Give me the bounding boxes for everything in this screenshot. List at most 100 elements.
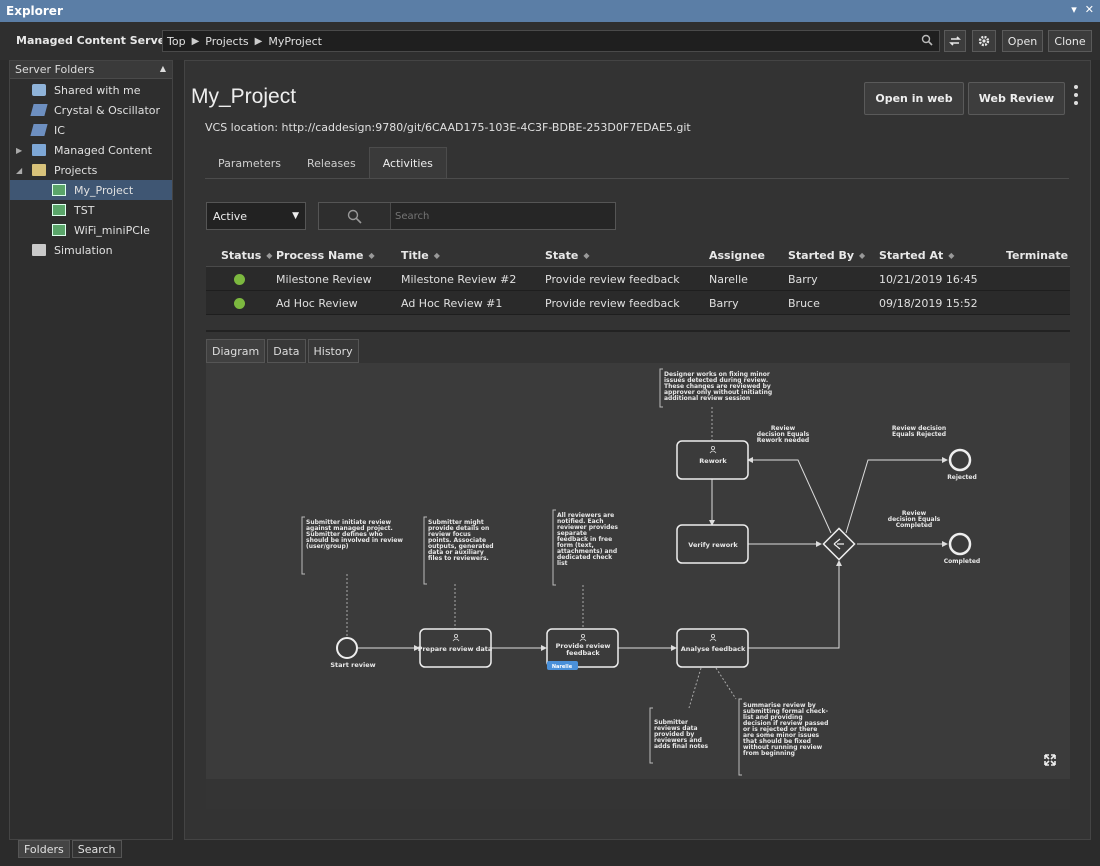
sort-icon: ◆	[948, 250, 955, 260]
project-icon	[52, 184, 66, 196]
clone-button[interactable]: Clone	[1048, 30, 1092, 52]
close-icon[interactable]: ✕	[1084, 3, 1094, 16]
open-button[interactable]: Open	[1002, 30, 1043, 52]
tree-item-ic[interactable]: IC	[10, 120, 172, 140]
svg-text:data or auxiliary: data or auxiliary	[428, 549, 484, 556]
tree-item-crystal[interactable]: Crystal & Oscillator	[10, 100, 172, 120]
cell-title: Milestone Review #2	[401, 272, 517, 286]
task-rework[interactable]	[676, 440, 749, 480]
table-row[interactable]: Ad Hoc Review Ad Hoc Review #1 Provide r…	[206, 291, 1070, 315]
component-icon	[30, 124, 48, 136]
activities-table: Status◆ Process Name◆ Title◆ State◆ Assi…	[206, 243, 1070, 315]
cell-assignee: Narelle	[709, 272, 748, 286]
svg-text:Designer works on fixing minor: Designer works on fixing minor	[664, 371, 770, 378]
tab-diagram[interactable]: Diagram	[206, 339, 266, 363]
svg-text:or is rejected or there: or is rejected or there	[743, 726, 817, 733]
tab-history[interactable]: History	[307, 339, 359, 363]
cond-rework: Review	[771, 425, 796, 432]
cond-rejected: Review decision	[892, 425, 946, 432]
svg-text:Summarise review by: Summarise review by	[743, 702, 816, 709]
tree-item-managed-content[interactable]: ▶ Managed Content	[16, 143, 152, 157]
col-started-at[interactable]: Started At◆	[879, 248, 955, 262]
tab-folders[interactable]: Folders	[18, 840, 70, 858]
badge-label: Narelle	[552, 664, 573, 670]
cell-title: Ad Hoc Review #1	[401, 296, 503, 310]
tab-activities[interactable]: Activities	[368, 147, 447, 179]
svg-text:adds final notes: adds final notes	[654, 743, 709, 750]
explorer-toolbar: Managed Content Server ▾ Top ▶ Projects …	[0, 22, 1100, 60]
completed-end-event[interactable]	[948, 532, 972, 556]
svg-text:provided by: provided by	[654, 731, 694, 738]
breadcrumb-top[interactable]: Top	[167, 34, 186, 48]
activity-search[interactable]	[318, 202, 616, 230]
verify-label: Verify rework	[688, 541, 738, 549]
svg-text:additional review session: additional review session	[664, 395, 750, 402]
tab-data[interactable]: Data	[267, 339, 306, 363]
breadcrumb[interactable]: Top ▶ Projects ▶ MyProject	[162, 30, 940, 52]
collapse-icon[interactable]: ▲	[159, 64, 166, 73]
provide-label-1: Provide review	[556, 642, 611, 650]
svg-text:without running review: without running review	[743, 744, 823, 751]
server-selector[interactable]: Managed Content Server ▾	[16, 34, 178, 47]
task-prepare[interactable]	[419, 628, 492, 668]
diagram-footer	[206, 779, 1070, 809]
task-provide-feedback[interactable]	[546, 628, 619, 668]
search-input[interactable]	[391, 210, 591, 222]
tree-item-tst[interactable]: TST	[10, 200, 172, 220]
breadcrumb-projects[interactable]: Projects	[205, 34, 249, 48]
status-indicator	[234, 291, 245, 315]
svg-text:files to reviewers.: files to reviewers.	[428, 555, 489, 562]
table-header: Status◆ Process Name◆ Title◆ State◆ Assi…	[206, 243, 1070, 267]
table-row[interactable]: Milestone Review Milestone Review #2 Pro…	[206, 267, 1070, 291]
tree-item-wifi[interactable]: WiFi_miniPCIe	[10, 220, 172, 240]
rejected-label: Rejected	[947, 474, 977, 481]
provide-label-2: feedback	[566, 649, 600, 657]
collapse-tree-icon[interactable]: ◢	[16, 165, 23, 175]
svg-text:list and providing: list and providing	[743, 714, 803, 721]
cond-rejected: Equals Rejected	[892, 431, 946, 438]
svg-text:provide details on: provide details on	[428, 525, 489, 532]
cell-process: Ad Hoc Review	[276, 296, 358, 310]
search-icon[interactable]	[921, 34, 933, 49]
task-verify[interactable]	[676, 524, 749, 564]
breadcrumb-myproject[interactable]: MyProject	[268, 34, 322, 48]
decision-gateway[interactable]	[822, 527, 856, 561]
svg-text:decision if review passed: decision if review passed	[743, 720, 828, 727]
cell-started-at: 10/21/2019 16:45	[879, 272, 978, 286]
pin-icon[interactable]: ▾	[1071, 3, 1077, 16]
tab-search[interactable]: Search	[71, 840, 122, 858]
col-title[interactable]: Title◆	[401, 248, 440, 262]
more-options-icon[interactable]	[1074, 85, 1080, 105]
col-status[interactable]: Status◆	[221, 248, 273, 262]
col-assignee[interactable]: Assignee	[709, 248, 766, 262]
activity-filter-select[interactable]: Active ▼	[206, 202, 306, 230]
project-tabs: Parameters Releases Activities	[205, 147, 447, 179]
start-event[interactable]	[336, 637, 358, 659]
col-started-by[interactable]: Started By◆	[788, 248, 866, 262]
tab-parameters[interactable]: Parameters	[218, 156, 281, 170]
svg-text:Submitter might: Submitter might	[428, 519, 484, 526]
splitter[interactable]	[206, 330, 1070, 332]
tree-item-my-project[interactable]: My_Project	[10, 180, 172, 200]
fit-to-screen-icon[interactable]	[1044, 754, 1056, 766]
svg-text:submitting formal check-: submitting formal check-	[743, 708, 828, 715]
col-terminate[interactable]: Terminate	[1006, 248, 1069, 262]
tree-item-projects[interactable]: ◢ Projects	[16, 163, 98, 177]
expand-icon[interactable]: ▶	[16, 145, 23, 155]
refresh-button[interactable]	[944, 30, 966, 52]
svg-text:(user/group): (user/group)	[306, 543, 349, 550]
tab-releases[interactable]: Releases	[306, 156, 356, 170]
web-review-button[interactable]: Web Review	[968, 82, 1065, 115]
tree-item-simulation[interactable]: Simulation	[10, 240, 172, 260]
settings-button[interactable]	[972, 30, 996, 52]
note-analyse-2: Summarise review by submitting formal ch…	[743, 702, 828, 757]
col-state[interactable]: State◆	[545, 248, 590, 262]
rejected-end-event[interactable]	[948, 448, 972, 472]
cell-process: Milestone Review	[276, 272, 372, 286]
col-process-name[interactable]: Process Name◆	[276, 248, 375, 262]
open-in-web-button[interactable]: Open in web	[864, 82, 964, 115]
tree-item-shared[interactable]: Shared with me	[10, 80, 172, 100]
page-title: My_Project	[191, 85, 297, 108]
task-analyse[interactable]	[676, 628, 749, 668]
search-icon	[319, 203, 391, 229]
